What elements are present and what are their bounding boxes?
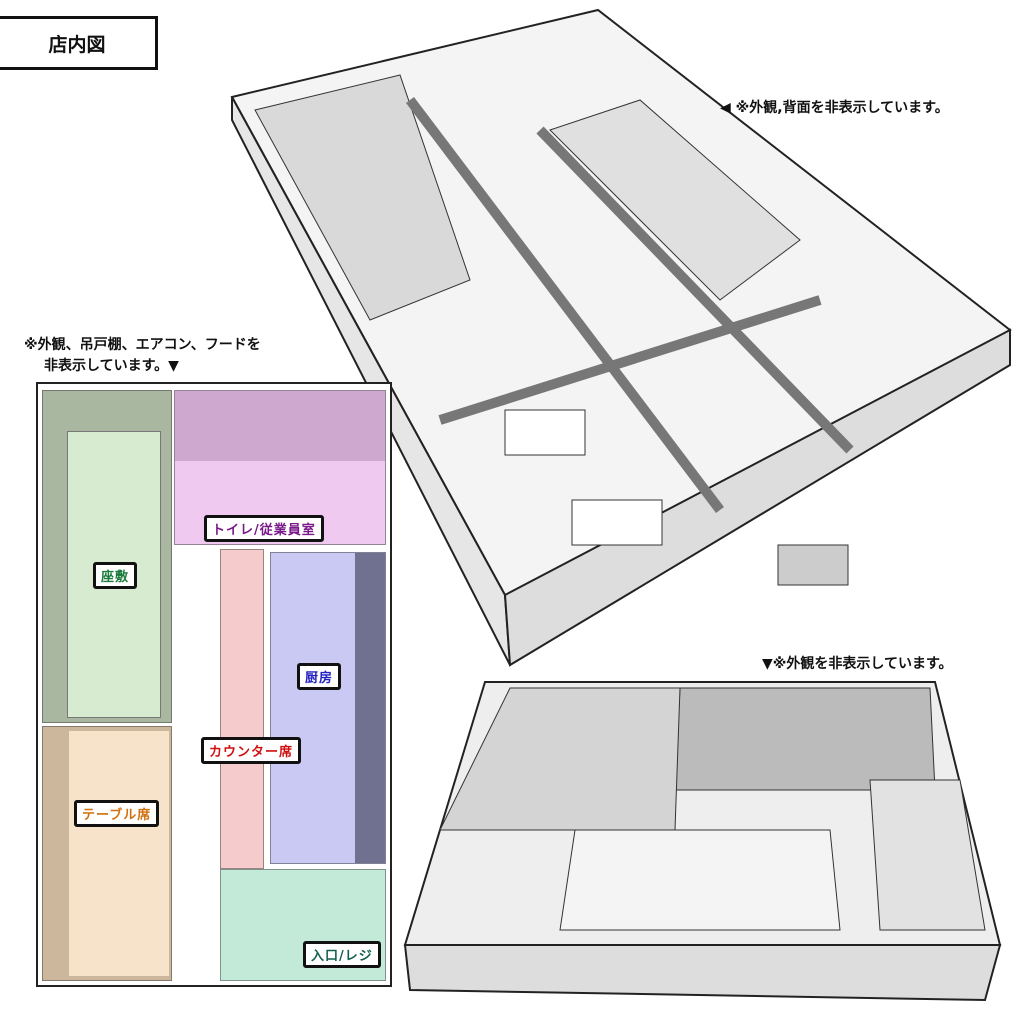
building-wall-front	[503, 328, 1011, 667]
note-top-view: ◀ ※外観,背面を非表示しています。	[720, 100, 949, 116]
note-plan-view-2: 非表示しています。▼	[44, 358, 179, 374]
zone-table-seats	[42, 726, 172, 981]
beam	[406, 96, 724, 514]
beam	[438, 295, 822, 425]
note-bottom-view: ▼※外観を非表示しています。	[762, 656, 953, 672]
zone-counter	[220, 549, 264, 869]
table	[504, 409, 586, 456]
zone-kitchen	[270, 552, 386, 864]
zashiki-room	[674, 687, 936, 791]
floor-plan: トイレ/従業員室 座敷 厨房 カウンター席 テーブル席 入口/レジ	[36, 382, 392, 987]
building-wall-front	[403, 944, 1002, 1002]
label-table-seats: テーブル席	[74, 800, 160, 827]
zashiki-room	[254, 74, 471, 321]
label-zashiki: 座敷	[93, 562, 138, 589]
beam	[536, 126, 854, 454]
page-title: 店内図	[0, 16, 158, 70]
zone-zashiki	[42, 390, 172, 723]
entrance-mat	[777, 544, 849, 586]
note-plan-view-1: ※外観、吊戸棚、エアコン、フードを	[24, 337, 261, 353]
table	[571, 499, 663, 546]
kitchen-area	[549, 99, 801, 301]
label-kitchen: 厨房	[297, 663, 342, 690]
label-counter: カウンター席	[201, 737, 302, 764]
label-toilet-staff: トイレ/従業員室	[204, 515, 324, 542]
label-entrance-register: 入口/レジ	[303, 941, 381, 968]
kitchen-area	[559, 829, 841, 931]
toilet-room	[869, 779, 986, 931]
